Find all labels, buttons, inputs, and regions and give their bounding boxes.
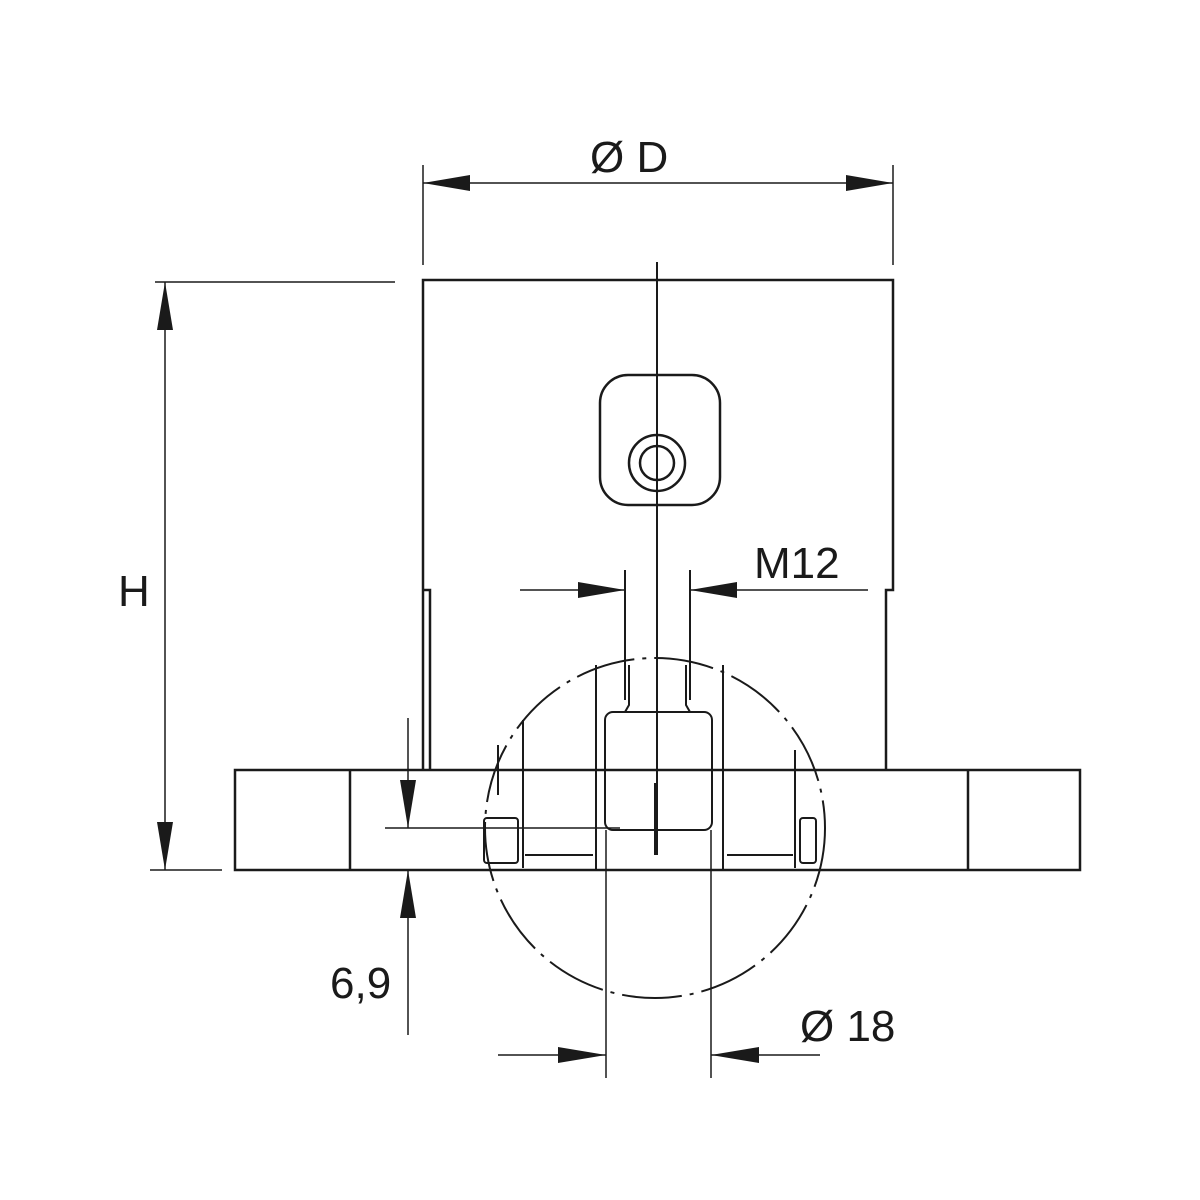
- body-outline: [421, 278, 895, 770]
- label-depth: 6,9: [330, 959, 392, 1008]
- label-diameter-18: Ø 18: [800, 1002, 896, 1051]
- arrow-icon: [400, 780, 416, 828]
- dimension-height: [150, 281, 395, 871]
- dimension-diameter-d: [422, 165, 894, 265]
- label-thread: M12: [754, 539, 840, 588]
- label-height: H: [118, 567, 150, 616]
- label-diameter-d: Ø D: [590, 133, 669, 182]
- arrowheads: [157, 175, 893, 1063]
- dimension-diameter-18: [498, 830, 820, 1078]
- arrow-icon: [846, 175, 893, 191]
- arrow-icon: [400, 870, 416, 918]
- dimension-depth: [385, 718, 620, 1035]
- arrow-icon: [157, 822, 173, 870]
- arrow-icon: [157, 282, 173, 330]
- screw-pocket: [598, 373, 722, 507]
- arrow-icon: [558, 1047, 606, 1063]
- arrow-icon: [423, 175, 470, 191]
- arrow-icon: [578, 582, 625, 598]
- arrow-icon: [711, 1047, 759, 1063]
- detail-internals: [483, 570, 817, 870]
- arrow-icon: [690, 582, 737, 598]
